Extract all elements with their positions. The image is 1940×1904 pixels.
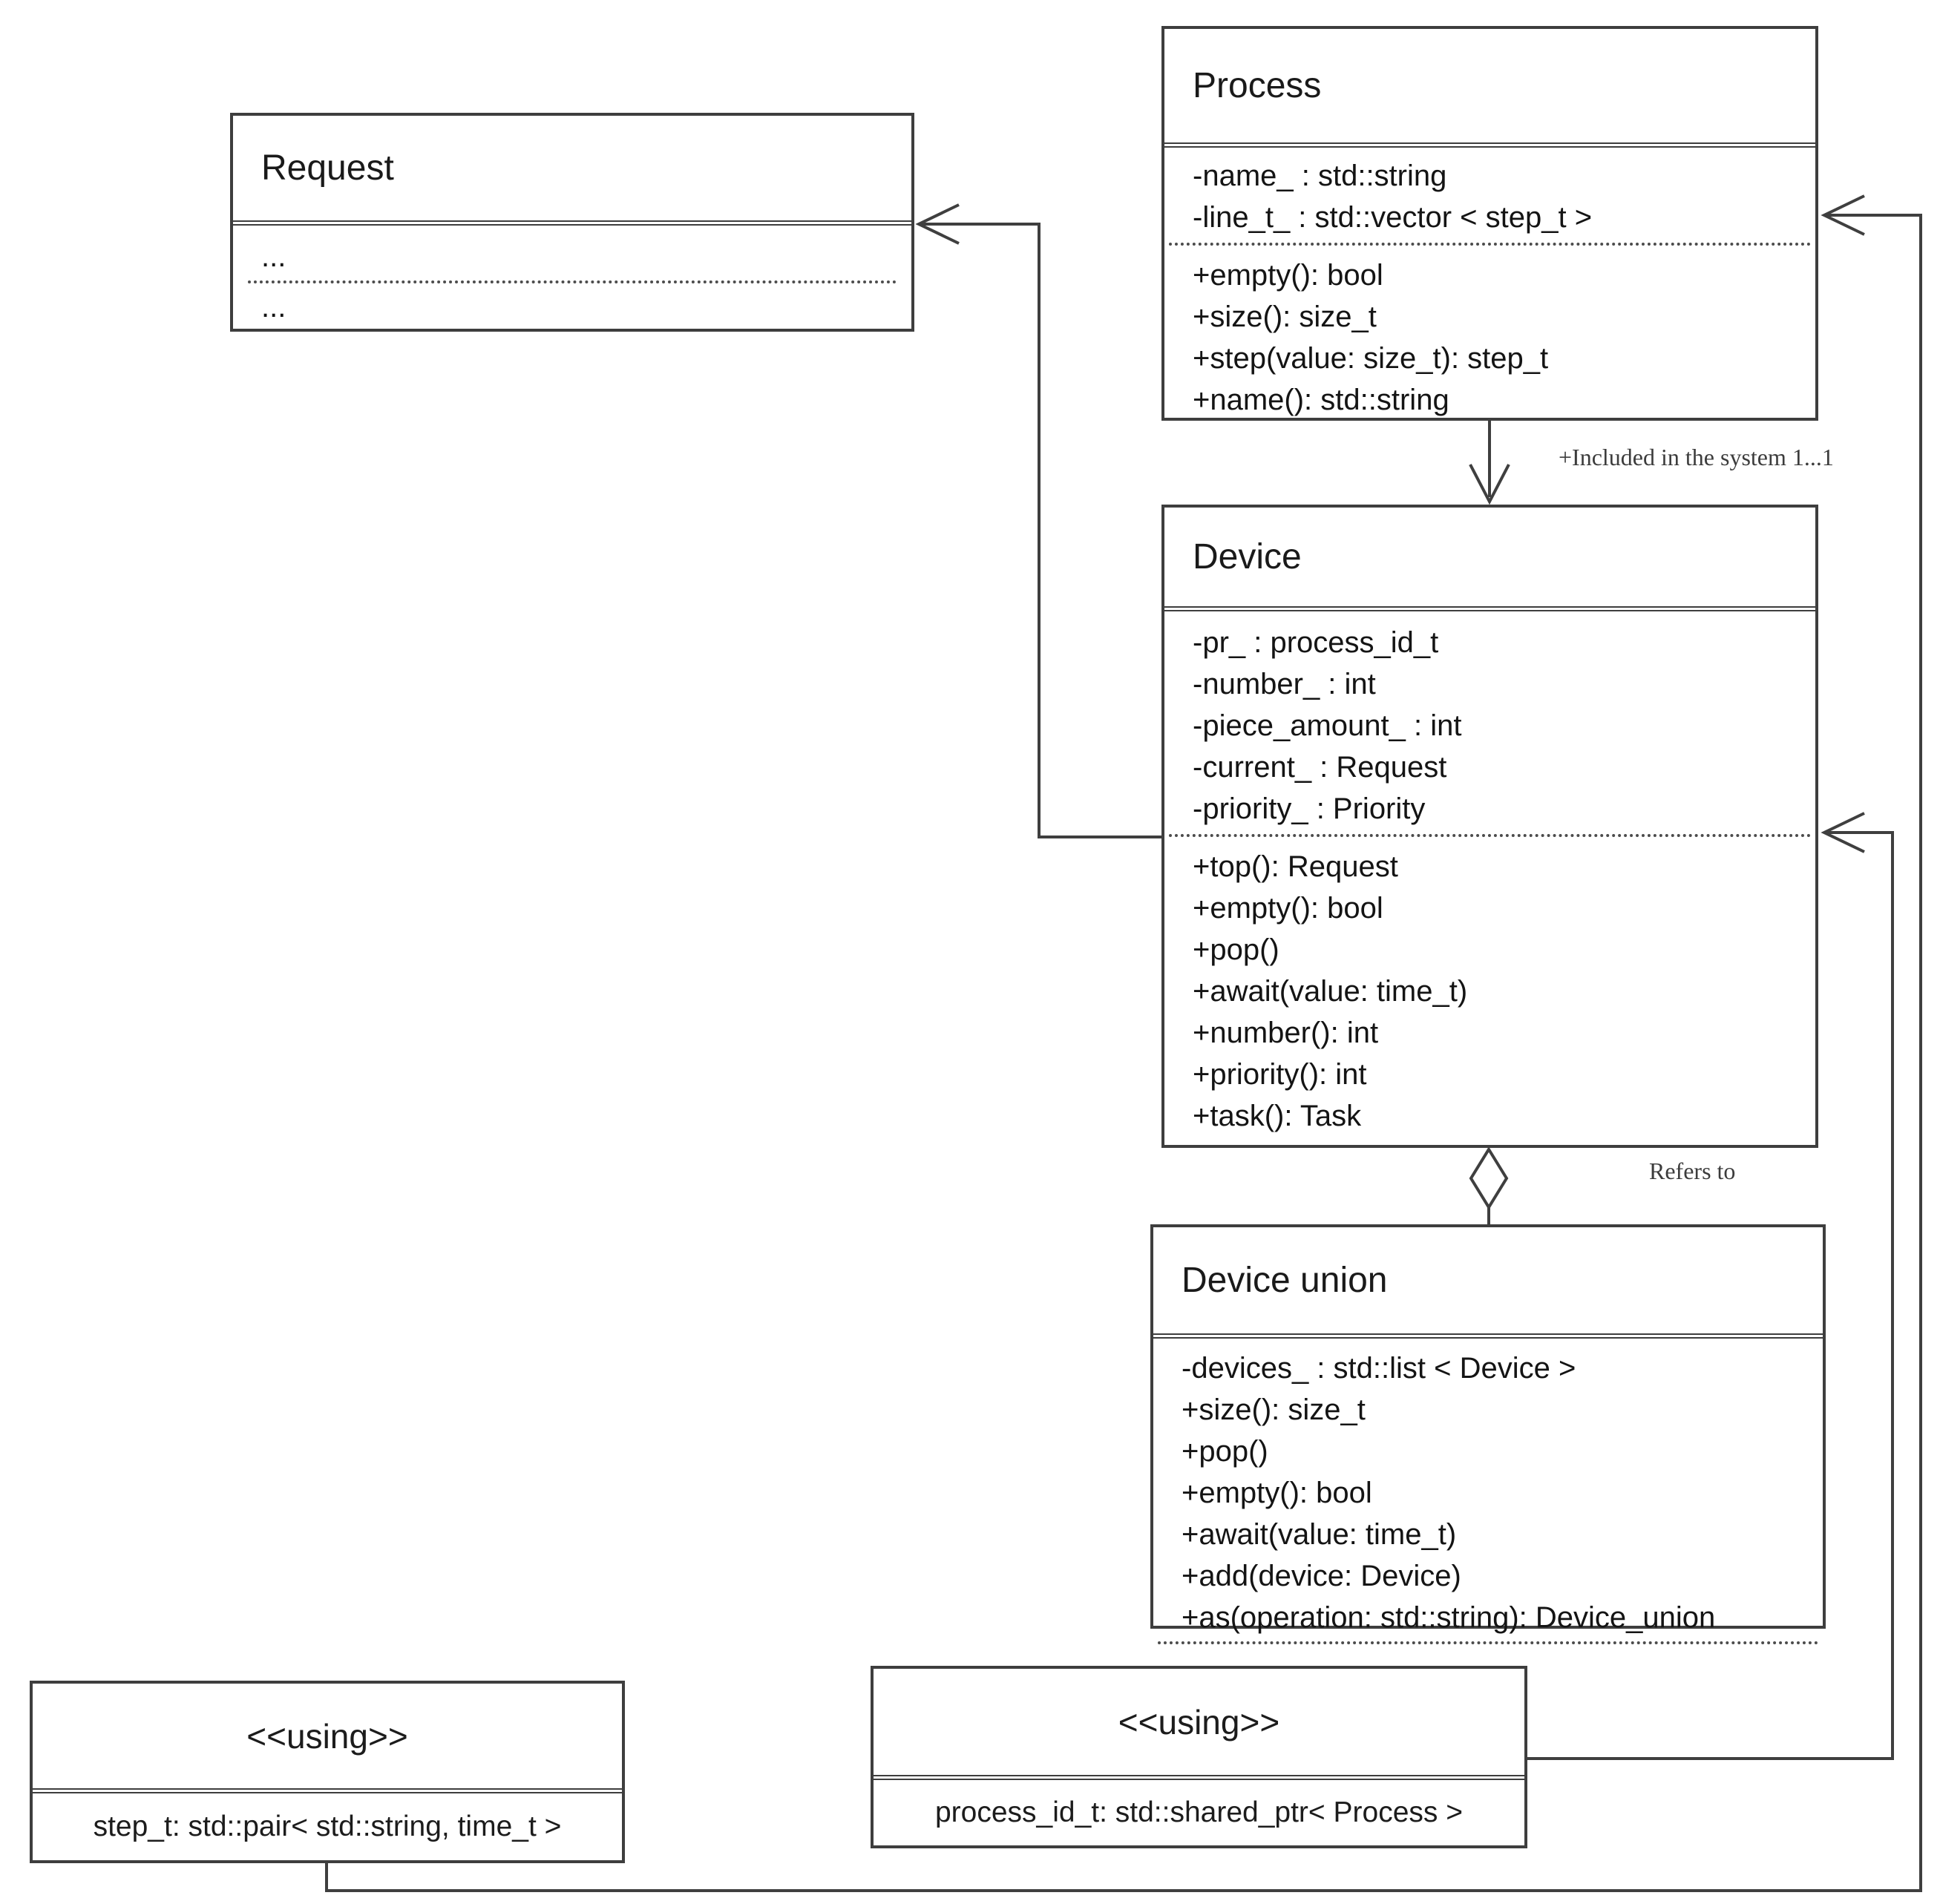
member-row: +as(operation: std::string): Device_unio… — [1182, 1601, 1716, 1634]
process-members-divider — [1169, 243, 1811, 246]
request-methods-section: ... — [233, 283, 911, 331]
device-methods-section: +top(): Request +empty(): bool +pop() +awai… — [1164, 838, 1815, 1140]
device-union-members-section: -devices_ : std::list < Device >+size():… — [1153, 1339, 1823, 1641]
member-row: +step(value: size_t): step_t — [1193, 342, 1549, 375]
using-step-declaration: step_t: std::pair< std::string, time_t > — [93, 1811, 562, 1842]
class-title-process: Process — [1164, 29, 1815, 148]
member-row: -current_ : Request — [1193, 751, 1447, 784]
member-row: +pop() — [1182, 1435, 1268, 1468]
using-process-id-stereotype: <<using>> — [874, 1669, 1524, 1780]
member-row: +priority(): int — [1193, 1058, 1367, 1091]
member-row: +await(value: time_t) — [1182, 1518, 1457, 1551]
class-title-request: Request — [233, 116, 911, 226]
member-row: +await(value: time_t) — [1193, 975, 1468, 1008]
member-row: +size(): size_t — [1193, 301, 1377, 333]
relationship-label-included-in-system: +Included in the system 1...1 — [1559, 444, 1834, 470]
relationship-label-refers-to: Refers to — [1649, 1158, 1736, 1184]
member-row: +empty(): bool — [1182, 1477, 1372, 1509]
member-row: +name(): std::string — [1193, 384, 1449, 416]
member-row: -number_ : int — [1193, 668, 1376, 700]
using-step-stereotype: <<using>> — [33, 1684, 622, 1793]
member-row: +number(): int — [1193, 1017, 1379, 1049]
class-title-device-union: Device union — [1153, 1227, 1823, 1339]
member-row: -priority_ : Priority — [1193, 792, 1426, 825]
member-row: +size(): size_t — [1182, 1393, 1366, 1426]
request-attributes-placeholder: ... — [261, 240, 286, 273]
class-device: Device -pr_ : process_id_t -number_ : int… — [1161, 505, 1818, 1148]
member-row: +empty(): bool — [1193, 892, 1383, 925]
member-row: -pr_ : process_id_t — [1193, 626, 1439, 659]
aggregation-diamond — [1471, 1149, 1507, 1207]
member-row: -line_t_ : std::vector < step_t > — [1193, 201, 1593, 234]
process-methods-section: +empty(): bool +size(): size_t +step(value… — [1164, 247, 1815, 424]
class-request: Request ... ... — [230, 113, 914, 332]
member-row: +top(): Request — [1193, 850, 1398, 883]
using-box-step-t: <<using>> step_t: std::pair< std::string… — [30, 1681, 625, 1863]
request-members-divider — [248, 280, 897, 283]
member-row: +pop() — [1193, 933, 1279, 966]
class-process: Process -name_ : std::string-line_t_ : s… — [1161, 26, 1818, 421]
member-row: -piece_amount_ : int — [1193, 709, 1462, 742]
arrowhead-process-right — [1824, 196, 1864, 234]
using-box-process-id-t: <<using>> process_id_t: std::shared_ptr<… — [871, 1666, 1527, 1848]
member-row: -devices_ : std::list < Device > — [1182, 1352, 1576, 1385]
member-row: -name_ : std::string — [1193, 160, 1447, 192]
class-title-device: Device — [1164, 508, 1815, 611]
request-attributes-section: ... — [233, 226, 911, 280]
association-line-device-request — [920, 224, 1161, 837]
device-attributes-section: -pr_ : process_id_t -number_ : int -piece_… — [1164, 611, 1815, 833]
device-union-bottom-divider — [1158, 1641, 1818, 1644]
process-attributes-section: -name_ : std::string-line_t_ : std::vect… — [1164, 148, 1815, 241]
member-row: +add(device: Device) — [1182, 1560, 1461, 1592]
using-process-id-declaration: process_id_t: std::shared_ptr< Process > — [934, 1796, 1464, 1828]
class-device-union: Device union -devices_ : std::list < Dev… — [1150, 1224, 1826, 1644]
member-row: +empty(): bool — [1193, 259, 1383, 292]
arrowhead-request-right — [919, 205, 959, 243]
member-row: +task(): Task — [1193, 1100, 1362, 1132]
device-members-divider — [1169, 834, 1811, 837]
arrowhead-device-right — [1824, 813, 1864, 852]
request-methods-placeholder: ... — [261, 291, 286, 324]
arrowhead-device-top — [1470, 464, 1509, 502]
